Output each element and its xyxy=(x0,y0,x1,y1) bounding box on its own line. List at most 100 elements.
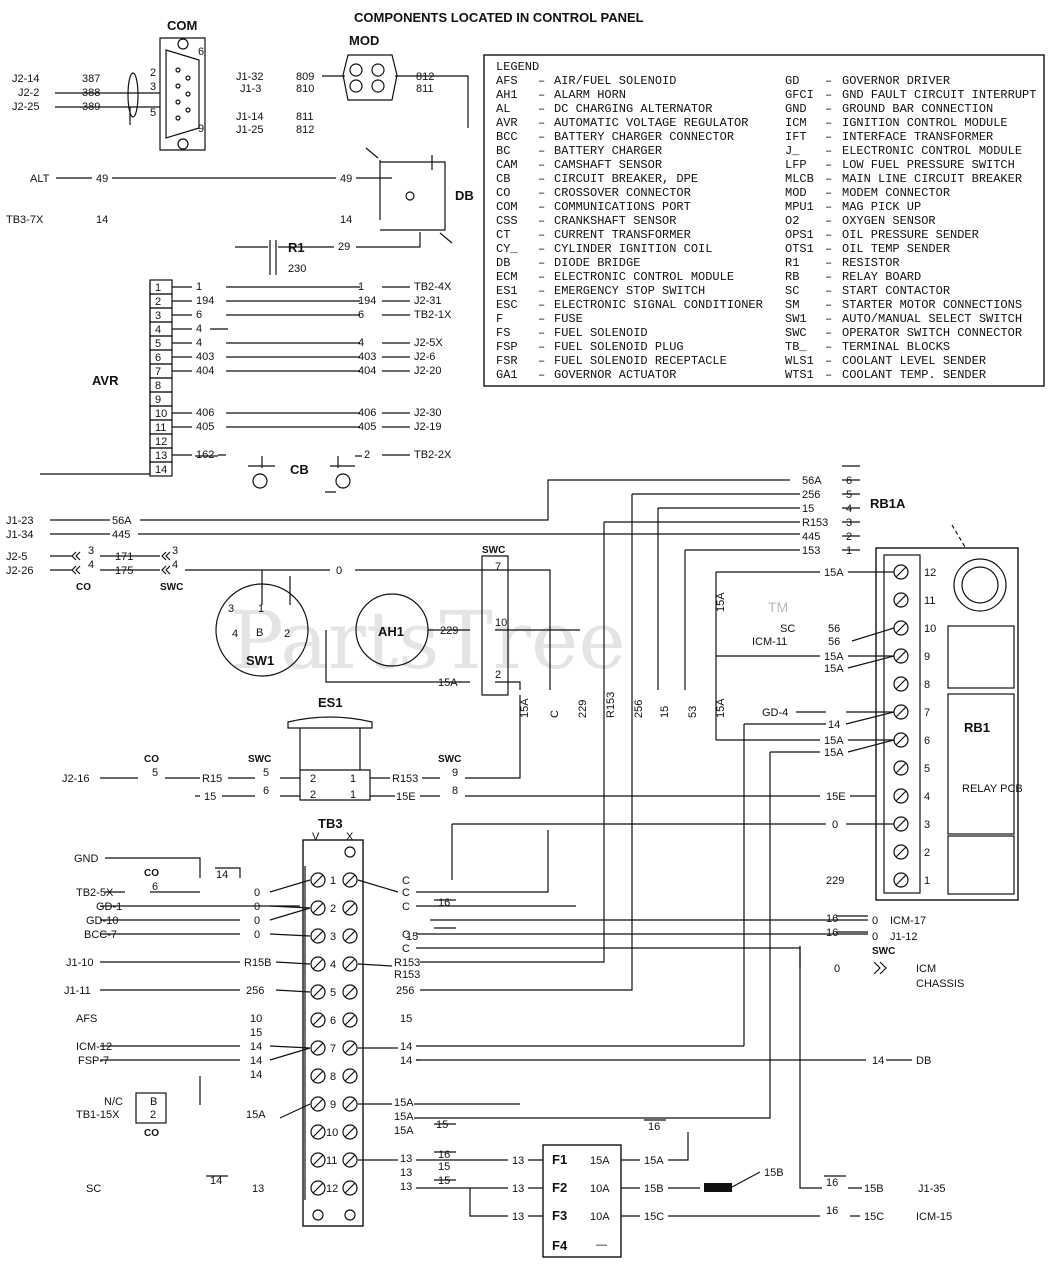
wire-label: 15 xyxy=(438,1161,450,1173)
wire-label: TB1-15X xyxy=(76,1109,120,1121)
wire-label: 16 xyxy=(438,1149,450,1161)
tb3-terminal-v xyxy=(310,900,326,916)
wire-label: 256 xyxy=(802,489,820,501)
legend-code: F xyxy=(496,312,503,326)
legend-dash: – xyxy=(825,284,832,298)
wire-label: J2-5X xyxy=(414,337,443,349)
legend-code: J_ xyxy=(785,144,800,158)
tb3-side: V xyxy=(312,831,320,843)
screw-slot xyxy=(312,1182,324,1194)
com-pin: 2 xyxy=(150,67,156,79)
sw1-pin: 1 xyxy=(258,603,264,615)
connector-pin: 2 xyxy=(150,1109,156,1121)
wire-label: 14 xyxy=(250,1055,262,1067)
wire-label: 13 xyxy=(512,1155,524,1167)
rb1-terminal-number: 3 xyxy=(924,819,930,831)
wire-label: 406 xyxy=(358,407,376,419)
legend-desc: RESISTOR xyxy=(842,256,900,270)
avr-pin: 3 xyxy=(155,310,161,322)
wire-label: 0 xyxy=(254,901,260,913)
legend-code: MOD xyxy=(785,186,807,200)
screw-slot xyxy=(344,1042,356,1054)
wire-label: J1-14 xyxy=(236,111,264,123)
legend-dash: – xyxy=(825,172,832,186)
tb3-terminal-number: 1 xyxy=(330,875,336,887)
avr-pin: 11 xyxy=(155,422,166,434)
wire-label: 15A xyxy=(824,735,844,747)
wire-label: J1-35 xyxy=(918,1183,946,1195)
wire-label: 4 xyxy=(358,337,364,349)
legend-code: CSS xyxy=(496,214,518,228)
wire-label: C xyxy=(402,929,410,941)
wire-label: 6 xyxy=(358,309,364,321)
connector-pin: 4 xyxy=(88,559,94,571)
wire-label: 16 xyxy=(438,897,450,909)
legend-code: FS xyxy=(496,326,510,340)
swc-label: SWC xyxy=(482,545,505,556)
screw-slot xyxy=(895,566,907,578)
wire-label: TB3-7X xyxy=(6,214,44,226)
screw-slot xyxy=(895,762,907,774)
wire-label: ICM-11 xyxy=(752,636,787,648)
wire-label: 0 xyxy=(832,819,838,831)
wire-label: CHASSIS xyxy=(916,978,964,990)
legend-desc: STARTER MOTOR CONNECTIONS xyxy=(842,298,1022,312)
legend-code: BCC xyxy=(496,130,518,144)
wire-label: 13 xyxy=(400,1167,412,1179)
screw-slot xyxy=(344,874,356,886)
rb1a-label: RB1A xyxy=(870,496,906,511)
com-label: COM xyxy=(167,18,197,33)
wire-label: 387 xyxy=(82,73,100,85)
rb1-terminal-number: 7 xyxy=(924,707,930,719)
wire-label: 0 xyxy=(254,887,260,899)
legend-desc: OIL TEMP SENDER xyxy=(842,242,950,256)
wire-label: J2-16 xyxy=(62,773,90,785)
screw-slot xyxy=(895,734,907,746)
wire xyxy=(451,572,771,1105)
wire-label: 15 xyxy=(250,1027,262,1039)
legend-desc: ELECTRONIC SIGNAL CONDITIONER xyxy=(554,298,763,312)
wire-label: 13 xyxy=(400,1153,412,1165)
legend-desc: MODEM CONNECTOR xyxy=(842,186,950,200)
legend-dash: – xyxy=(538,116,545,130)
legend-dash: – xyxy=(825,88,832,102)
wire-label: 15 xyxy=(802,503,814,515)
wire-label: 230 xyxy=(288,263,306,275)
sw1-pin: 4 xyxy=(232,628,238,640)
legend-dash: – xyxy=(538,354,545,368)
legend-code: WTS1 xyxy=(785,368,814,382)
sw1-pin: 3 xyxy=(228,603,234,615)
legend-desc: CAMSHAFT SENSOR xyxy=(554,158,662,172)
rb1-terminal-number: 4 xyxy=(924,791,930,803)
wire-label: AFS xyxy=(76,1013,97,1025)
avr-pin: 5 xyxy=(155,338,161,350)
legend-dash: – xyxy=(825,158,832,172)
com-pin: 9 xyxy=(198,123,204,135)
screw-slot xyxy=(895,678,907,690)
es1-pin: 2 xyxy=(310,773,316,785)
connector-pin: 7 xyxy=(495,561,501,573)
wire-label: R15 xyxy=(202,773,222,785)
emergency-stop-es1: ES1 2 1 2 1 xyxy=(287,695,373,801)
legend-heading: LEGEND xyxy=(496,60,539,74)
wire xyxy=(657,507,800,690)
wire-label: J1-12 xyxy=(890,931,918,943)
legend-desc: IGNITION CONTROL MODULE xyxy=(842,116,1008,130)
legend-dash: – xyxy=(538,88,545,102)
legend-dash: – xyxy=(538,102,545,116)
rb1-terminal-number: 8 xyxy=(924,679,930,691)
legend-desc: BATTERY CHARGER CONNECTOR xyxy=(554,130,734,144)
wire-label: 15 xyxy=(438,1175,450,1187)
es1-pin: 2 xyxy=(310,789,316,801)
screw-slot xyxy=(895,650,907,662)
wire-label: 13 xyxy=(252,1183,264,1195)
wire-label: TB2-2X xyxy=(414,449,452,461)
es1-pin: 1 xyxy=(350,773,356,785)
wire-label: 175 xyxy=(115,565,133,577)
tb3-terminal-number: 10 xyxy=(326,1127,338,1139)
wire-label: 0 xyxy=(872,915,878,927)
connector-pin: 3 xyxy=(172,545,178,557)
